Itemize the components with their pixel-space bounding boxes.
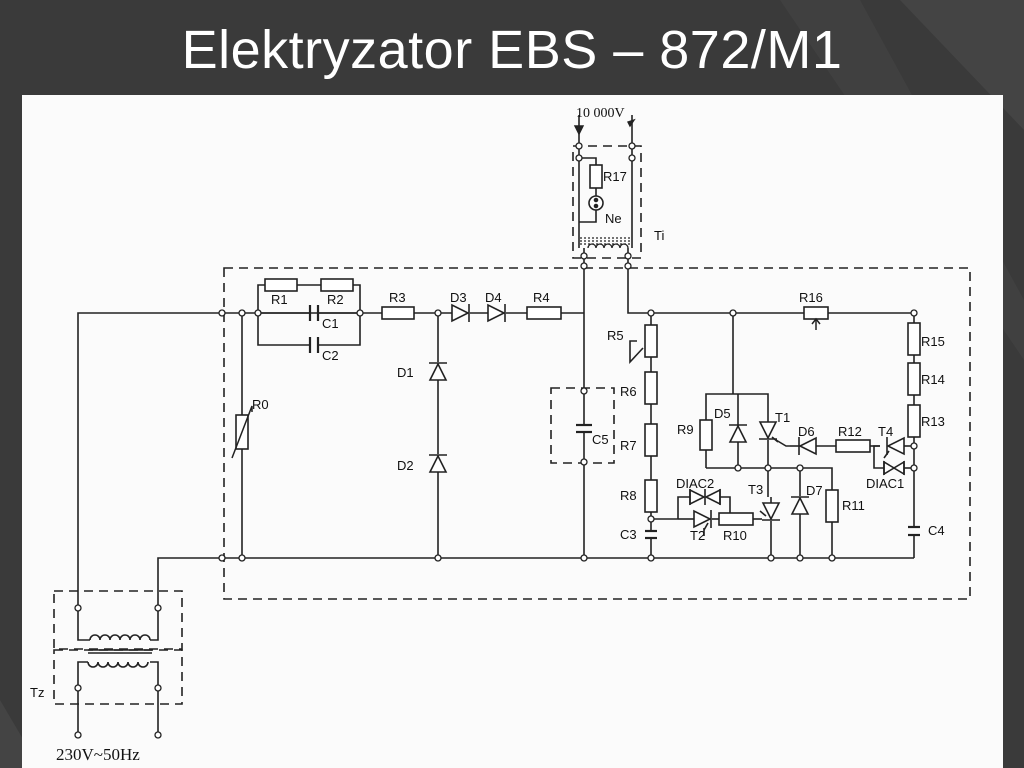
diode-d5	[728, 424, 748, 443]
slide-title: Elektryzator EBS – 872/M1	[181, 20, 843, 80]
label-t2: T2	[690, 528, 705, 543]
resistor-r7	[644, 423, 658, 457]
thyristor-t4	[883, 436, 905, 459]
label-r7: R7	[620, 438, 637, 453]
diode-d3	[451, 303, 470, 323]
label-c1: C1	[322, 316, 339, 331]
thyristor-t1	[758, 421, 779, 443]
resistor-r2	[320, 278, 354, 292]
label-r14: R14	[921, 372, 945, 387]
label-r8: R8	[620, 488, 637, 503]
thyristor-t3	[759, 502, 781, 521]
label-t4: T4	[878, 424, 893, 439]
diode-d6	[798, 436, 817, 456]
circuit-schematic: R1 R2 C1 C2 R3 D3 D4 R4 D1 D2 R0 C5 R17 …	[30, 106, 971, 764]
label-r10: R10	[723, 528, 747, 543]
label-r11: R11	[842, 498, 865, 513]
label-r0: R0	[252, 397, 269, 412]
diac-diac2	[689, 488, 721, 506]
resistor-r11	[825, 489, 839, 523]
label-c3: C3	[620, 527, 637, 542]
diode-d2	[428, 454, 448, 473]
diode-d7	[790, 496, 810, 515]
schematic-panel: R1 R2 C1 C2 R3 D3 D4 R4 D1 D2 R0 C5 R17 …	[22, 95, 1003, 768]
label-diac1: DIAC1	[866, 476, 904, 491]
label-r1: R1	[271, 292, 288, 307]
resistor-r16	[803, 306, 829, 320]
label-t1: T1	[775, 410, 790, 425]
output-arrows	[573, 118, 636, 136]
capacitor-c4	[908, 525, 920, 537]
resistor-r14	[907, 362, 921, 396]
resistor-r13	[907, 404, 921, 438]
resistor-r17	[589, 164, 603, 189]
label-r4: R4	[533, 290, 550, 305]
diode-d1	[428, 362, 448, 381]
capacitor-c1	[308, 305, 320, 321]
label-tz: Tz	[30, 685, 44, 700]
label-r13: R13	[921, 414, 945, 429]
transformer-tz-windings	[87, 634, 151, 668]
resistor-r4	[526, 306, 562, 320]
label-r9: R9	[677, 422, 694, 437]
resistor-r9	[699, 419, 713, 451]
label-r12: R12	[838, 424, 862, 439]
resistor-r10	[718, 512, 754, 526]
label-c2: C2	[322, 348, 339, 363]
label-ti: Ti	[654, 228, 664, 243]
label-r15: R15	[921, 334, 945, 349]
capacitor-c2	[308, 337, 320, 353]
label-r16: R16	[799, 290, 823, 305]
resistor-r15	[907, 322, 921, 356]
thyristor-t2	[693, 509, 712, 531]
label-r17: R17	[603, 169, 627, 184]
label-r3: R3	[389, 290, 406, 305]
diac-diac1	[883, 460, 905, 476]
transformer-ti-windings	[580, 237, 632, 249]
label-d6: D6	[798, 424, 815, 439]
neon-lamp-ne	[588, 195, 604, 211]
label-d3: D3	[450, 290, 467, 305]
resistor-r6	[644, 371, 658, 405]
label-diac2: DIAC2	[676, 476, 714, 491]
resistor-r5	[644, 324, 658, 358]
label-t3: T3	[748, 482, 763, 497]
capacitor-c3	[645, 529, 657, 540]
resistor-r1	[264, 278, 298, 292]
label-d7: D7	[806, 483, 823, 498]
label-d5: D5	[714, 406, 731, 421]
label-mains: 230V~50Hz	[56, 745, 140, 764]
label-r5: R5	[607, 328, 624, 343]
label-r2: R2	[327, 292, 344, 307]
label-d2: D2	[397, 458, 414, 473]
connection-nodes	[74, 142, 918, 739]
label-r6: R6	[620, 384, 637, 399]
label-d1: D1	[397, 365, 414, 380]
capacitor-c5	[576, 423, 592, 434]
label-c5: C5	[592, 432, 609, 447]
label-d4: D4	[485, 290, 502, 305]
resistor-r8	[644, 479, 658, 513]
resistor-r12	[835, 439, 871, 453]
dashed-enclosures	[53, 145, 971, 705]
diode-d4	[487, 303, 506, 323]
circuit-wires	[77, 115, 915, 735]
label-c4: C4	[928, 523, 945, 538]
label-ne: Ne	[605, 211, 622, 226]
label-top-voltage: 10 000V	[576, 106, 625, 121]
resistor-r3	[381, 306, 415, 320]
